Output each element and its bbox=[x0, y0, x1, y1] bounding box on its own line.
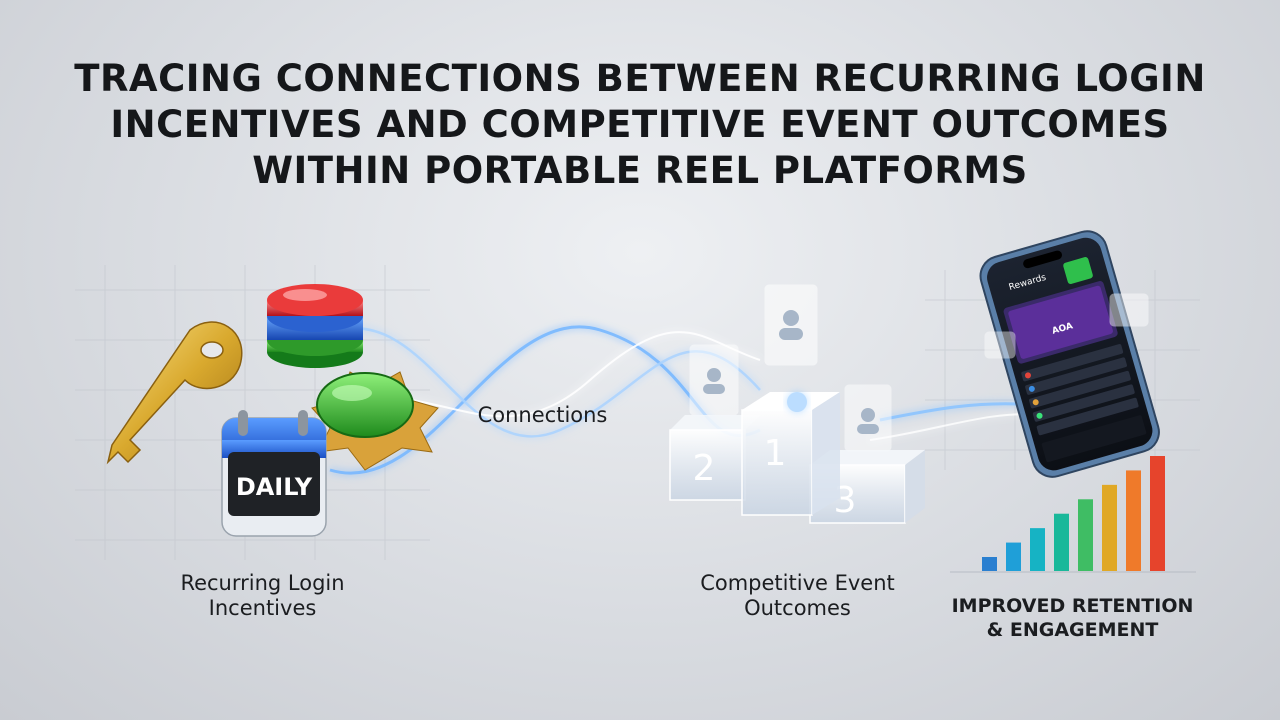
retention-label: IMPROVED RETENTION & ENGAGEMENT bbox=[935, 594, 1210, 642]
podium-rank-second: 2 bbox=[693, 448, 716, 489]
profile-card-icon bbox=[844, 384, 892, 452]
title-line-2: INCENTIVES AND COMPETITIVE EVENT OUTCOME… bbox=[110, 103, 1170, 146]
title-line-1: TRACING CONNECTIONS BETWEEN RECURRING LO… bbox=[74, 57, 1206, 100]
login-label-line-1: Recurring Login bbox=[180, 571, 345, 595]
smartphone-icon: Rewards AOA bbox=[979, 230, 1160, 478]
connections-label: Connections bbox=[477, 403, 608, 427]
chart-bar bbox=[1078, 499, 1093, 571]
profile-card-icon bbox=[689, 344, 739, 416]
podium-rank-first: 1 bbox=[764, 433, 787, 474]
event-outcomes-label: Competitive Event Outcomes bbox=[665, 571, 930, 621]
login-incentives-label: Recurring Login Incentives bbox=[140, 571, 385, 621]
key-icon bbox=[106, 321, 243, 465]
login-label-line-2: Incentives bbox=[208, 596, 317, 620]
chart-bar bbox=[1150, 456, 1165, 571]
phone-floating-panels bbox=[984, 293, 1149, 359]
retention-bar-chart bbox=[950, 456, 1196, 573]
title-line-3: WITHIN PORTABLE REEL PLATFORMS bbox=[252, 149, 1028, 192]
events-label-line-2: Outcomes bbox=[744, 596, 851, 620]
coin-stack-icon bbox=[267, 284, 363, 368]
podium-block-second: 2 bbox=[669, 415, 760, 501]
chart-bar bbox=[982, 557, 997, 571]
chart-bars bbox=[982, 456, 1165, 571]
retention-label-line-2: & ENGAGEMENT bbox=[986, 619, 1159, 641]
podium-block-first: 1 bbox=[741, 392, 840, 516]
chart-bar bbox=[1102, 484, 1117, 571]
chart-bar bbox=[1054, 513, 1069, 571]
chart-bar bbox=[1030, 528, 1045, 571]
daily-calendar-icon: DAILY bbox=[221, 410, 327, 537]
events-label-line-1: Competitive Event bbox=[700, 571, 895, 595]
chart-bar bbox=[1006, 542, 1021, 571]
page-title: TRACING CONNECTIONS BETWEEN RECURRING LO… bbox=[0, 56, 1280, 194]
podium-icon: 2 3 1 bbox=[669, 392, 925, 524]
chart-bar bbox=[1126, 470, 1141, 571]
profile-card-icon bbox=[764, 284, 818, 366]
badge-icon bbox=[311, 371, 439, 471]
retention-label-line-1: IMPROVED RETENTION bbox=[951, 595, 1194, 617]
event-cards bbox=[689, 284, 892, 452]
daily-badge-text: DAILY bbox=[236, 473, 313, 501]
